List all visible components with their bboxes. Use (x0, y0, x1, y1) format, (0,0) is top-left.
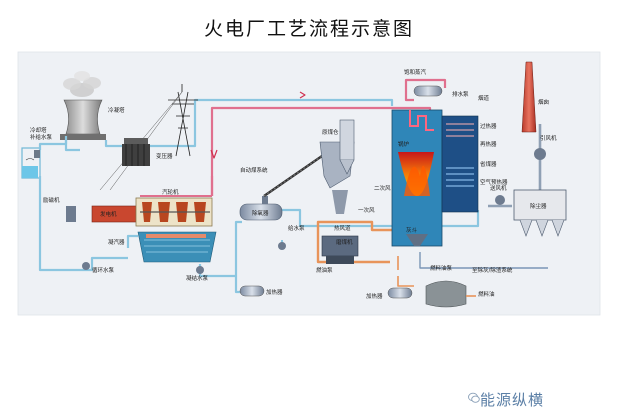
convective-pass (441, 115, 479, 213)
label-coal-conveyor: 自动煤系统 (240, 166, 268, 174)
label-economizer: 省煤器 (480, 160, 497, 168)
id-fan (534, 148, 546, 160)
label-fuel-oil: 燃油泵 (316, 266, 333, 274)
label-superheated-steam: 饱和蒸汽 (404, 68, 427, 76)
label-flue: 烟道 (478, 94, 490, 102)
label-deaerator: 除氧器 (252, 209, 269, 217)
watermark: 能源纵横 (480, 391, 545, 409)
drum (413, 85, 443, 97)
deaerator (239, 196, 283, 221)
low-pressure-heater (239, 285, 265, 297)
label-drain: 排水泵 (452, 90, 469, 98)
label-oil-tank: 燃料油 (478, 290, 495, 298)
precipitator (513, 189, 567, 237)
condensate-pump (196, 266, 204, 274)
label-chimney: 烟囱 (538, 98, 549, 106)
label-primary-air: 一次风 (358, 206, 375, 214)
water-intake (21, 147, 41, 179)
wechat-icon (468, 392, 480, 403)
boiler (391, 109, 443, 247)
label-air-preheater: 空气预热器 (480, 178, 508, 186)
label-transformer: 变压器 (156, 152, 173, 160)
label-feed-pump: 给水泵 (288, 224, 305, 232)
coal-conveyor (263, 155, 323, 197)
separator (339, 119, 355, 175)
fuel-oil-tank (425, 280, 467, 308)
feed-pump (278, 242, 286, 250)
label-secondary-air: 二次风 (374, 184, 391, 192)
label-pulverizer: 磨煤机 (336, 238, 353, 246)
label-oil-pump: 燃料油泵 (430, 264, 453, 272)
label-boiler: 锅炉 (398, 140, 410, 148)
condenser (137, 231, 217, 263)
label-circ-pump: 循环水泵 (92, 266, 115, 274)
fuel-oil-heater (387, 287, 413, 299)
label-heater-low: 加热器 (266, 288, 283, 296)
pulverizer (321, 235, 359, 264)
label-turbine: 汽轮机 (162, 188, 179, 196)
label-cond-pump: 凝结水泵 (186, 274, 209, 282)
label-reheater: 再热器 (480, 140, 497, 148)
label-fd-fan: 送风机 (490, 184, 507, 192)
label-id-fan: 引风机 (540, 134, 557, 142)
page-title: 火电厂工艺流程示意图 (203, 18, 414, 40)
generator-turbine (66, 197, 213, 227)
label-coal-bunker: 原煤仓 (322, 128, 339, 136)
label-to-ash: 至除灰/除渣系统 (472, 266, 513, 274)
label-superheater: 过热器 (480, 122, 497, 130)
circulating-pump (82, 262, 90, 270)
chimney (521, 61, 537, 133)
label-ash-hopper: 灰斗 (406, 226, 418, 234)
cooling-tower (60, 71, 106, 140)
label-generator: 发电机 (100, 210, 117, 218)
label-heater-oil: 加热器 (366, 292, 383, 300)
transformer (122, 138, 150, 166)
label-exciter: 励磁机 (43, 196, 60, 204)
label-cooling-tower: 冷凝塔 (108, 106, 125, 114)
fd-fan (495, 195, 505, 205)
label-condenser: 凝汽器 (108, 238, 125, 246)
label-precipitator: 除尘器 (530, 202, 547, 210)
label-water-intake: 冷却塔补给水泵 (30, 126, 53, 141)
label-hot-air: 热风道 (334, 224, 351, 232)
